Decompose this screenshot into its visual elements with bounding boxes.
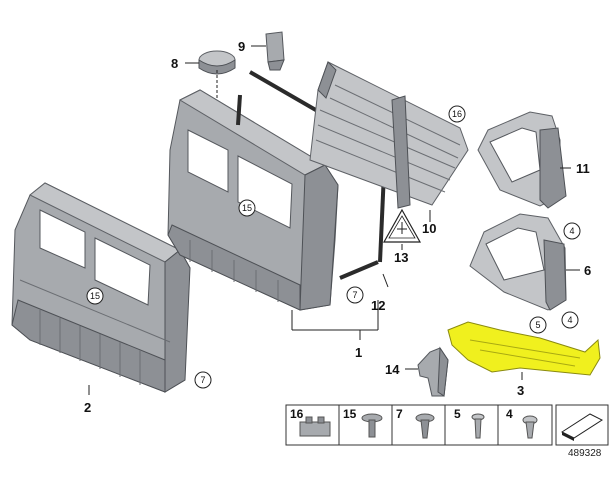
svg-text:15: 15 — [90, 291, 100, 301]
sealing-strip-icon — [555, 404, 609, 446]
callout-14: 14 — [385, 362, 400, 377]
circled-4-upper: 4 — [563, 222, 581, 240]
svg-text:15: 15 — [242, 203, 252, 213]
callout-12: 12 — [371, 298, 385, 313]
svg-text:16: 16 — [452, 109, 462, 119]
callout-3: 3 — [517, 383, 524, 398]
front-frame-rear[interactable] — [167, 89, 339, 311]
circled-16: 16 — [448, 105, 466, 123]
callout-9: 9 — [238, 39, 245, 54]
callout-11: 11 — [576, 161, 590, 176]
circled-4-lower: 4 — [561, 311, 579, 329]
callout-13: 13 — [394, 250, 408, 265]
highlighted-bracket-part-3[interactable] — [447, 321, 601, 376]
circled-7-middle: 7 — [346, 286, 364, 304]
legend-cell-15[interactable]: 15 — [343, 407, 383, 438]
callout-labels: 1 2 3 6 8 9 10 11 12 13 14 — [84, 39, 591, 415]
air-guide-panel[interactable] — [309, 61, 469, 209]
svg-text:4: 4 — [569, 226, 574, 236]
circled-labels: 15 15 16 7 7 4 4 5 — [86, 105, 581, 389]
svg-text:4: 4 — [567, 315, 572, 325]
diagram-id: 489328 — [568, 448, 602, 459]
callout-2: 2 — [84, 400, 91, 415]
air-duct-lower[interactable] — [469, 213, 567, 311]
svg-text:7: 7 — [352, 290, 357, 300]
circled-15-lower: 15 — [86, 287, 104, 305]
svg-text:7: 7 — [396, 407, 403, 421]
legend-cell-4[interactable]: 4 — [506, 407, 538, 439]
svg-text:5: 5 — [454, 407, 461, 421]
front-frame-large[interactable] — [11, 182, 191, 393]
svg-text:15: 15 — [343, 407, 357, 421]
leader-lines — [88, 45, 580, 395]
callout-1: 1 — [355, 345, 362, 360]
bracket-part-14[interactable] — [417, 346, 449, 397]
clip-part[interactable] — [265, 31, 285, 71]
svg-text:7: 7 — [200, 375, 205, 385]
warning-label — [382, 208, 422, 243]
circled-15-upper: 15 — [238, 199, 256, 217]
svg-text:4: 4 — [506, 407, 513, 421]
legend-cell-5[interactable]: 5 — [454, 407, 485, 439]
fastener-legend: 16 15 7 5 4 — [285, 404, 553, 446]
callout-10: 10 — [422, 221, 436, 236]
callout-6: 6 — [584, 263, 591, 278]
legend-cell-16[interactable]: 16 — [290, 407, 331, 437]
circled-7-left: 7 — [194, 371, 212, 389]
circled-5: 5 — [529, 316, 547, 334]
cap-part[interactable] — [198, 50, 236, 75]
svg-text:5: 5 — [535, 320, 540, 330]
callout-8: 8 — [171, 56, 178, 71]
legend-cell-7[interactable]: 7 — [396, 407, 435, 439]
svg-text:16: 16 — [290, 407, 304, 421]
air-duct-upper[interactable] — [477, 111, 567, 209]
